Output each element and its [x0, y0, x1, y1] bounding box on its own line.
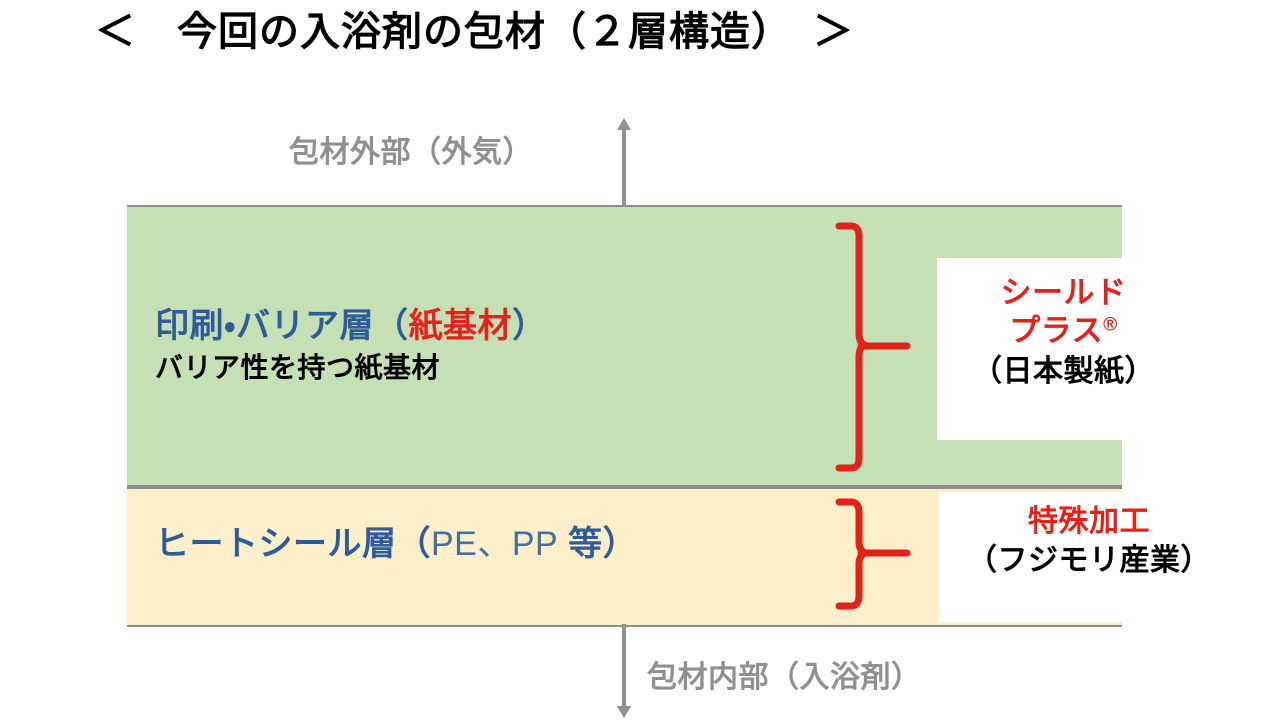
layer-print-barrier-title: 印刷・バリア層（紙基材） — [155, 305, 547, 348]
callout-special-brand: 特殊加工 — [1028, 505, 1150, 538]
outward-arrow-icon — [617, 118, 631, 210]
inner-environment-label: 包材内部（入浴剤） — [647, 661, 922, 694]
inward-arrow-icon — [617, 624, 631, 720]
page-title: ＜ 今回の入浴剤の包材（２層構造） ＞ — [95, 10, 854, 54]
registered-trademark-icon: ® — [1103, 314, 1118, 336]
layer-title-highlight: 紙基材 — [408, 307, 513, 345]
layer-print-barrier-subtitle: バリア性を持つ紙基材 — [155, 351, 441, 383]
callout-shield-brand-text: プラス — [1009, 312, 1104, 348]
callout-shield-maker: （日本製紙） — [972, 354, 1155, 388]
callout-shield-brand-line1: シールド — [1000, 275, 1127, 310]
layer-heat-seal-text: ヒートシール層（PE、PP 等） — [155, 523, 637, 566]
layer-title-suffix: ） — [512, 307, 547, 345]
callout-special-processing: 特殊加工 （フジモリ産業） — [939, 492, 1239, 622]
layer-title-suffix: 等） — [558, 525, 638, 563]
layer-title-highlight: PE、PP — [431, 525, 559, 563]
outer-environment-label: 包材外部（外気） — [289, 136, 533, 169]
callout-special-maker: （フジモリ産業） — [967, 543, 1211, 577]
layer-title-prefix: 印刷・バリア層（ — [155, 307, 409, 345]
layer-heat-seal-title: ヒートシール層（PE、PP 等） — [155, 523, 637, 566]
callout-shield-brand-line2: プラス® — [937, 312, 1190, 350]
layer-print-barrier-text: 印刷・バリア層（紙基材） バリア性を持つ紙基材 — [155, 305, 547, 385]
layer-title-prefix: ヒートシール層（ — [155, 525, 431, 563]
callout-shield-plus: シールド プラス® （日本製紙） — [937, 258, 1190, 440]
